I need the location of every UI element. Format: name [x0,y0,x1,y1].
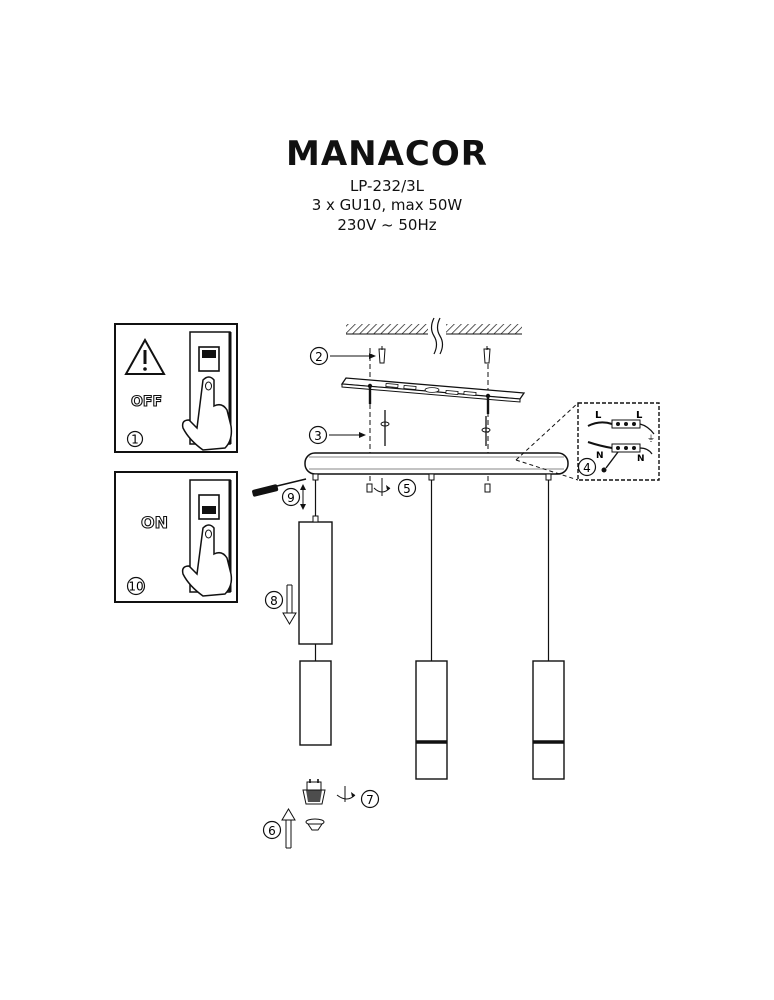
shade-lower [299,660,332,746]
wire-label-n-right: N [637,454,645,464]
lower-shade-arrow-icon [282,584,297,625]
step-6-number: 6 [268,824,276,838]
rotate-arrow-icon [373,478,391,496]
switch-on-icon [181,479,233,597]
insert-up-arrow-icon [281,808,296,849]
bulb-spec: 3 x GU10, max 50W [311,196,463,214]
step-5-number: 5 [403,482,411,496]
pendant-1 [298,480,333,746]
pendant-3 [532,480,565,780]
off-label: OFF [131,394,162,410]
step-9-marker [281,487,301,507]
step-10-marker [126,576,146,596]
mounting-bracket [340,377,526,403]
wall-plug-icon [378,346,491,364]
step-7-number: 7 [366,793,374,807]
wire-label-n-left: N [596,451,604,461]
step-3-number: 3 [314,429,322,443]
step-2-marker [309,346,329,366]
step-7-marker [360,789,380,809]
switch-off-icon [181,331,233,451]
wire-label-l-right: L [636,410,643,421]
canopy-bar [304,452,569,475]
step-6-marker [262,820,282,840]
step-8-marker [264,590,284,610]
step-9-number: 9 [287,491,295,505]
model-number: LP-232/3L [349,177,425,195]
panel-power-on: ON 10 [114,471,238,603]
fixing-screw-icon [366,483,491,493]
wiring-leader-lines [515,402,579,481]
step-8-number: 8 [270,594,278,608]
step-5-marker [397,478,417,498]
shade-upper [298,521,333,645]
power-spec: 230V ~ 50Hz [337,216,437,234]
step-10-number: 10 [128,580,143,594]
warning-icon [124,337,166,375]
product-title: MANACOR [286,134,488,174]
gu10-bulb-icon [302,779,326,805]
step-4-marker [577,457,597,477]
step-4-number: 4 [583,461,591,475]
pendant-2 [415,480,448,780]
step-3-marker [308,425,328,445]
panel-power-off: OFF 1 [114,323,238,453]
twist-arrow-icon [336,786,356,802]
wire-label-l-left: L [595,410,602,421]
step-1-number: 1 [131,433,139,447]
screw-icon [368,388,491,446]
cable-grips [312,473,552,481]
retaining-ring-icon [305,818,325,831]
step-2-number: 2 [315,350,323,364]
ceiling [346,317,522,355]
on-label: ON [141,513,168,532]
screwdriver-icon [252,478,307,497]
step-1-marker [126,430,144,448]
ground-symbol-icon: ⏚ [647,434,655,443]
height-adjust-arrow-icon [300,484,306,510]
